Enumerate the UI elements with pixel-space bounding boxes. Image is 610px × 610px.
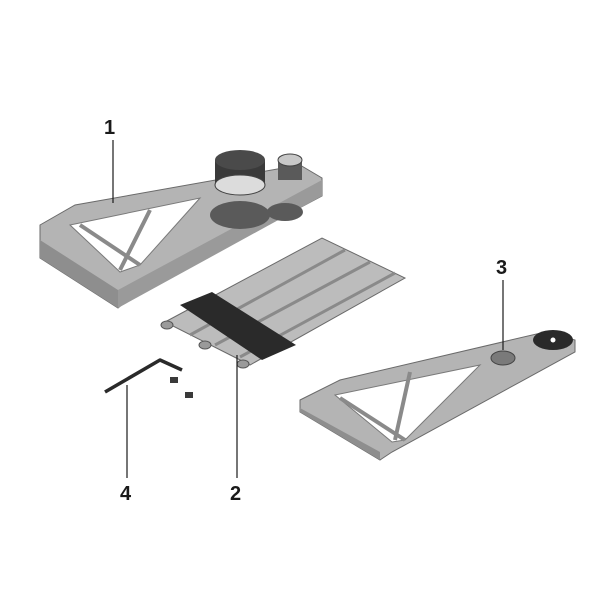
part-label-1: 1 <box>104 117 115 139</box>
grub-screw <box>185 392 193 398</box>
part-3-frame <box>299 330 576 461</box>
part-label-4: 4 <box>120 483 132 505</box>
rail-clamp <box>180 292 296 360</box>
part-4-hex-key <box>104 358 193 398</box>
part-label-2: 2 <box>230 483 241 505</box>
part-1-bracket <box>39 150 323 309</box>
grub-screw <box>170 377 178 383</box>
part-label-3: 3 <box>496 257 507 279</box>
part-2-rail-plate <box>160 237 407 369</box>
adjustment-knob <box>215 150 265 170</box>
